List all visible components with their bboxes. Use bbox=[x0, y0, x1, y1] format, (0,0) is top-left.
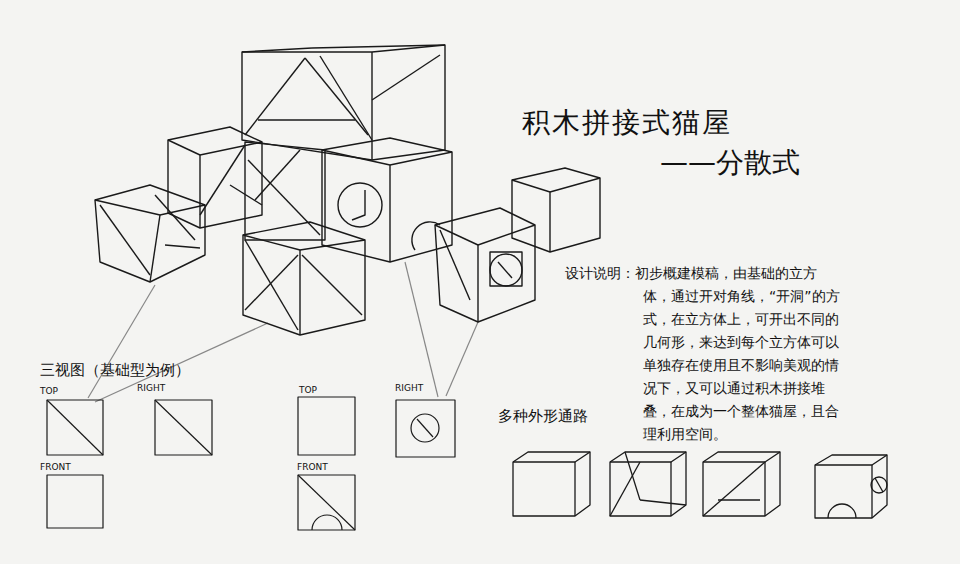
subtitle: ——分散式 bbox=[660, 146, 800, 180]
view-label: FRONT bbox=[40, 462, 71, 473]
title: 积木拼接式猫屋 bbox=[522, 106, 732, 140]
view-label: RIGHT bbox=[137, 383, 165, 394]
section-heading: 多种外形通路 bbox=[498, 407, 588, 425]
view-label: TOP bbox=[40, 386, 58, 397]
view-label: RIGHT bbox=[395, 383, 423, 394]
design-note: 设计说明：初步概建模稿，由基础的立方体，通过开对角线，“开洞”的方式，在立方体上… bbox=[565, 262, 843, 446]
view-label: FRONT bbox=[297, 462, 328, 473]
section-heading: 三视图（基础型为例） bbox=[40, 361, 190, 379]
view-label: TOP bbox=[299, 385, 317, 396]
